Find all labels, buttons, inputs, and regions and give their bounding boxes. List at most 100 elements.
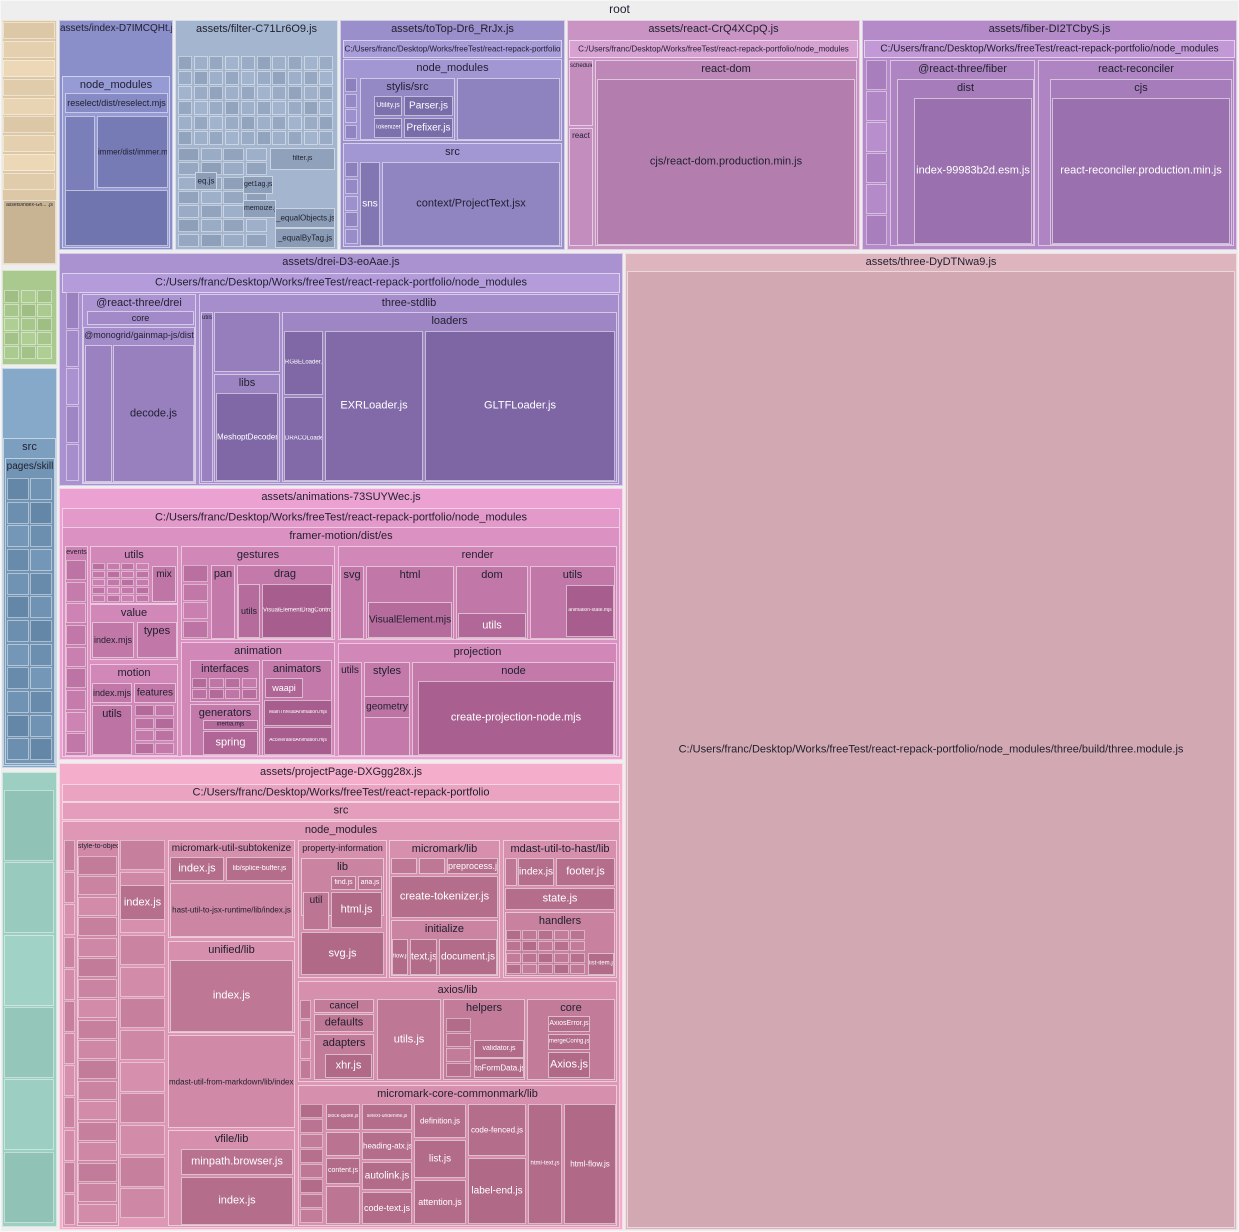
- index-reselect[interactable]: reselect/dist/reselect.mjs: [65, 93, 168, 113]
- module-block[interactable]: [288, 71, 302, 85]
- animations-features[interactable]: features: [134, 683, 176, 703]
- module-block[interactable]: [3, 41, 55, 58]
- module-block[interactable]: [64, 1194, 75, 1225]
- module-block[interactable]: [64, 904, 75, 935]
- module-block[interactable]: [554, 953, 569, 963]
- module-block[interactable]: [241, 56, 255, 70]
- module-block[interactable]: [3, 60, 55, 77]
- module-block[interactable]: [272, 86, 286, 100]
- animations-motion-utils[interactable]: utils: [92, 705, 132, 755]
- module-block[interactable]: [120, 1030, 165, 1060]
- module-block[interactable]: [183, 602, 208, 619]
- module-block[interactable]: [107, 595, 120, 602]
- module-block[interactable]: [64, 1065, 75, 1096]
- module-block[interactable]: [178, 131, 192, 145]
- projectPage-axios-js[interactable]: Axios.js: [548, 1052, 590, 1078]
- module-block[interactable]: [66, 292, 79, 329]
- projectPage-content[interactable]: content.js: [326, 1158, 360, 1184]
- module-block[interactable]: [246, 234, 267, 247]
- module-block[interactable]: [506, 953, 521, 963]
- module-block[interactable]: [345, 229, 358, 244]
- module-block[interactable]: [121, 571, 134, 578]
- module-block[interactable]: [136, 587, 149, 594]
- module-block[interactable]: [304, 131, 318, 145]
- module-block[interactable]: [194, 86, 208, 100]
- module-block[interactable]: [7, 715, 29, 737]
- module-block[interactable]: [178, 101, 192, 115]
- projectPage-path[interactable]: C:/Users/franc/Desktop/Works/freeTest/re…: [62, 784, 620, 802]
- module-block[interactable]: [345, 78, 357, 92]
- module-block[interactable]: [288, 86, 302, 100]
- module-block[interactable]: [120, 967, 165, 997]
- toTop-block-a[interactable]: [457, 78, 560, 140]
- animations-types[interactable]: types: [137, 622, 177, 658]
- module-block[interactable]: [178, 205, 199, 218]
- module-block[interactable]: [223, 191, 244, 204]
- projectPage-src[interactable]: src: [62, 802, 620, 820]
- react-path[interactable]: C:/Users/franc/Desktop/Works/freeTest/re…: [569, 40, 858, 58]
- module-block[interactable]: [257, 71, 271, 85]
- module-block[interactable]: [246, 219, 267, 232]
- module-block[interactable]: [866, 215, 887, 245]
- projectPage-text[interactable]: text.js: [410, 939, 437, 975]
- module-block[interactable]: [107, 563, 120, 570]
- module-block[interactable]: [37, 332, 52, 345]
- module-block[interactable]: [225, 71, 239, 85]
- module-block[interactable]: [66, 712, 86, 732]
- module-block[interactable]: [304, 71, 318, 85]
- module-block[interactable]: [345, 196, 358, 211]
- module-block[interactable]: [135, 718, 154, 729]
- module-block[interactable]: [7, 644, 29, 666]
- projectPage-state[interactable]: state.js: [505, 888, 615, 910]
- module-block[interactable]: [37, 346, 52, 359]
- module-block[interactable]: [120, 1093, 165, 1123]
- module-block[interactable]: [209, 678, 224, 688]
- module-block[interactable]: [272, 56, 286, 70]
- module-block[interactable]: [30, 549, 52, 571]
- module-block[interactable]: [7, 738, 29, 760]
- module-block[interactable]: [7, 573, 29, 595]
- module-block[interactable]: [4, 790, 54, 861]
- module-block[interactable]: [64, 1097, 75, 1128]
- module-block[interactable]: [120, 1188, 165, 1218]
- module-block[interactable]: [78, 1183, 117, 1202]
- projectPage-footer[interactable]: footer.js: [556, 858, 615, 886]
- animations-projection-utils[interactable]: utils: [338, 662, 362, 756]
- module-block[interactable]: [135, 730, 154, 741]
- animations-mix[interactable]: mix: [152, 566, 176, 602]
- module-block[interactable]: [30, 644, 52, 666]
- projectPage-merge-config[interactable]: mergeConfig.js: [548, 1034, 590, 1050]
- toTop-prefixer[interactable]: Prefixer.js: [404, 118, 453, 138]
- module-block[interactable]: [209, 101, 223, 115]
- drei-core[interactable]: core: [87, 311, 194, 325]
- module-block[interactable]: [120, 1062, 165, 1092]
- module-block[interactable]: [866, 91, 887, 121]
- module-block[interactable]: [30, 525, 52, 547]
- module-block[interactable]: [506, 941, 521, 951]
- module-block[interactable]: [155, 705, 174, 716]
- module-block[interactable]: [304, 101, 318, 115]
- module-block[interactable]: [21, 304, 36, 317]
- module-block[interactable]: [92, 571, 105, 578]
- module-block[interactable]: [538, 941, 553, 951]
- module-block[interactable]: [3, 79, 55, 96]
- module-block[interactable]: [223, 162, 244, 175]
- filter-file-1[interactable]: filter.js: [270, 148, 335, 170]
- projectPage-list-item[interactable]: list-item.js: [588, 953, 614, 975]
- projectPage-toformdata[interactable]: toFormData.js: [474, 1058, 524, 1078]
- module-block[interactable]: [30, 691, 52, 713]
- drei-rgbe[interactable]: RGBELoader.js: [284, 331, 323, 395]
- module-block[interactable]: [223, 234, 244, 247]
- module-block[interactable]: [78, 876, 117, 895]
- module-block[interactable]: [64, 1130, 75, 1161]
- animations-inertia[interactable]: inertia.mjs: [203, 720, 258, 730]
- module-block[interactable]: [7, 596, 29, 618]
- module-block[interactable]: [223, 148, 244, 161]
- module-block[interactable]: [107, 587, 120, 594]
- projectPage-mm-block2[interactable]: [419, 858, 445, 874]
- projectPage-cancel[interactable]: cancel: [314, 999, 374, 1013]
- projectPage-html[interactable]: html.js: [331, 892, 382, 928]
- module-block[interactable]: [121, 595, 134, 602]
- module-block[interactable]: [194, 131, 208, 145]
- module-block[interactable]: [570, 941, 585, 951]
